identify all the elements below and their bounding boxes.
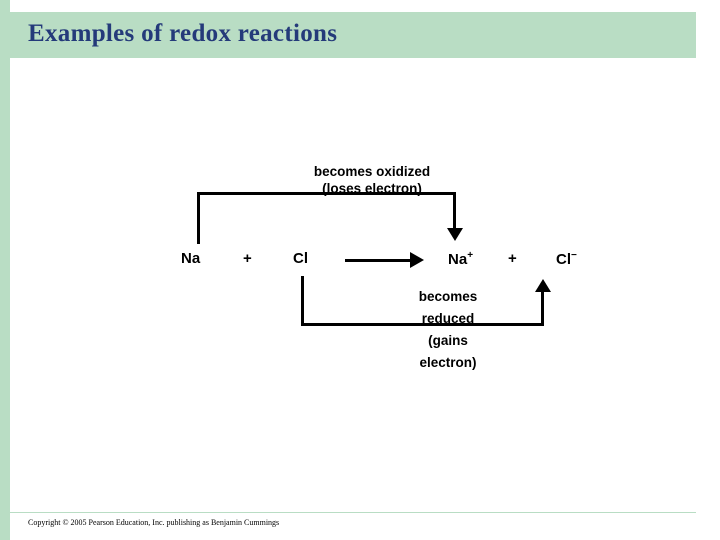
product-cl-ion: Cl−	[556, 250, 577, 268]
reduction-bracket-right-vertical	[541, 292, 544, 326]
oxidation-annotation-line-1: becomes oxidized	[313, 164, 431, 179]
product-na-symbol: Na	[448, 251, 468, 268]
product-cl-symbol: Cl	[556, 251, 571, 268]
title-banner	[10, 12, 696, 58]
reduction-bracket-left-vertical	[301, 276, 304, 326]
left-accent-bar	[0, 0, 10, 540]
reduction-bracket-horizontal	[301, 323, 544, 326]
oxidation-arrowhead-down	[447, 228, 463, 241]
reduction-annotation-line-2: reduced	[421, 311, 475, 326]
page-title: Examples of redox reactions	[28, 20, 338, 47]
reaction-arrow-shaft	[345, 259, 419, 262]
oxidation-bracket-horizontal	[197, 192, 456, 195]
copyright-notice: Copyright © 2005 Pearson Education, Inc.…	[28, 518, 280, 527]
reactant-cl: Cl	[293, 250, 308, 267]
reduction-annotation-line-3: (gains	[428, 333, 468, 348]
reduction-arrowhead-up	[535, 279, 551, 292]
footer-divider	[10, 512, 696, 513]
product-na-charge: +	[467, 250, 474, 261]
oxidation-bracket-left-vertical	[197, 192, 200, 244]
reaction-arrow-head	[410, 252, 424, 268]
reduction-annotation-line-1: becomes	[418, 289, 478, 304]
reduction-annotation-line-4: electron)	[419, 355, 477, 370]
operator-plus-2: +	[508, 250, 517, 267]
operator-plus-1: +	[243, 250, 252, 267]
oxidation-bracket-right-vertical	[453, 192, 456, 230]
reactant-na: Na	[181, 250, 201, 267]
product-na-ion: Na+	[448, 250, 473, 268]
product-cl-charge: −	[571, 250, 577, 261]
reduction-annotation: becomes reduced (gains electron)	[398, 286, 498, 374]
